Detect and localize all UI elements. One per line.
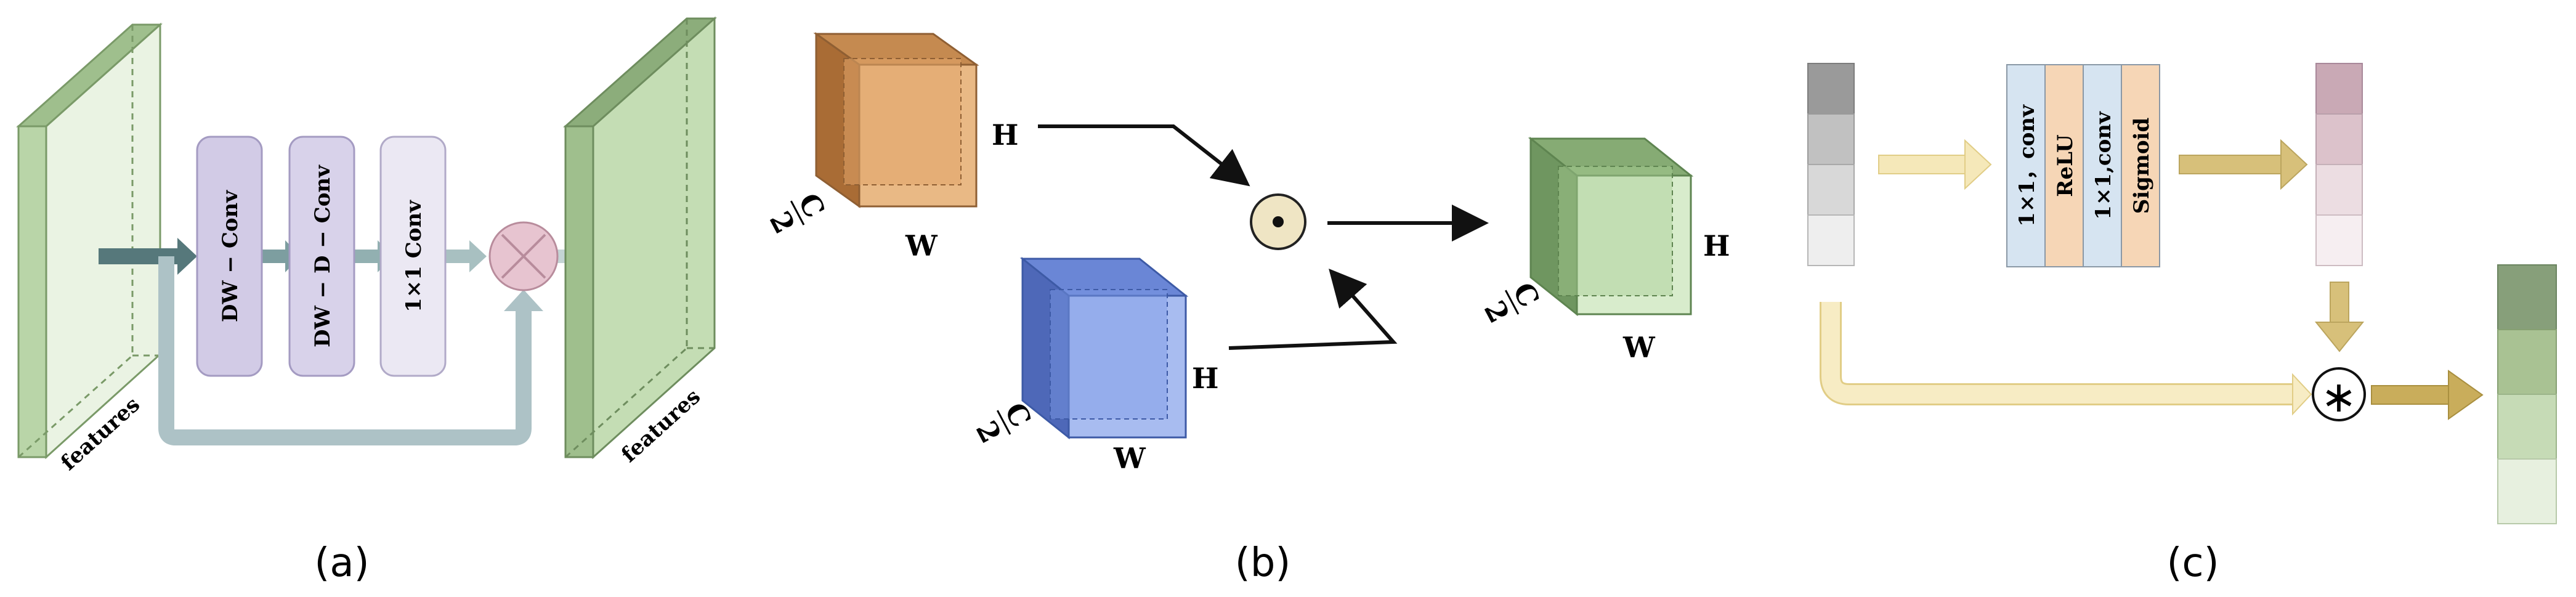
dw-conv-block: DW − Conv — [196, 136, 263, 377]
dw-conv-label: DW − Conv — [218, 190, 243, 322]
dw-d-conv-label: DW − D − Conv — [310, 164, 335, 347]
layer-conv-2-label: 1×1,conv — [2091, 111, 2116, 220]
conv-1x1-block: 1×1 Conv — [379, 136, 447, 377]
bottom-to-operator-arrow — [1228, 268, 1398, 350]
layer-stack — [2006, 64, 2160, 267]
layer-conv-1-label: 1×1，conv — [2015, 104, 2039, 227]
layers-to-weights-arrow — [2179, 139, 2308, 190]
output-cube-c-half: C 2 — [1478, 277, 1547, 328]
multiply-node — [488, 221, 559, 291]
panel-c: 1×1，conv ReLU 1×1,conv Sigmoid — [1807, 63, 2557, 586]
panel-a-caption: (a) — [314, 540, 369, 586]
layer-sigmoid-label: Sigmoid — [2129, 118, 2154, 214]
output-cube — [1528, 136, 1694, 317]
output-vector — [2497, 264, 2557, 524]
multiply-to-output-arrow — [2371, 370, 2484, 420]
top-cube-h: H — [992, 118, 1018, 152]
top-cube — [813, 32, 979, 208]
bottom-cube-w: W — [1113, 442, 1146, 475]
panel-a: features DW − Conv DW − D − Conv — [16, 16, 717, 586]
panel-b: H W C 2 H W C 2 — [763, 32, 1730, 586]
panel-c-caption: (c) — [2166, 540, 2219, 586]
panel-b-caption: (b) — [1235, 540, 1291, 586]
layer-relu-label: ReLU — [2053, 134, 2078, 197]
top-to-operator-arrow — [1038, 124, 1250, 187]
top-cube-w: W — [905, 229, 938, 262]
input-skip-arrow — [1820, 302, 2312, 416]
conv-1x1-label: 1×1 Conv — [402, 200, 426, 312]
input-vector — [1807, 63, 1855, 266]
elementwise-product-node — [1250, 193, 1306, 250]
input-to-layers-arrow — [1878, 139, 1992, 190]
output-cube-h: H — [1703, 229, 1730, 262]
weights-to-multiply-arrow — [2314, 282, 2365, 352]
bottom-cube-h: H — [1192, 362, 1218, 395]
top-cube-c-half: C 2 — [763, 188, 832, 239]
weights-vector — [2315, 63, 2363, 266]
channel-multiply-node: ∗ — [2312, 367, 2366, 422]
bottom-cube-c-half: C 2 — [970, 397, 1039, 449]
output-cube-w: W — [1622, 331, 1656, 364]
output-feature-slab — [563, 16, 717, 460]
dw-d-conv-block: DW − D − Conv — [288, 136, 355, 377]
channel-multiply-symbol: ∗ — [2321, 372, 2357, 422]
skip-connection-arrow — [158, 256, 543, 445]
input-feature-slab — [16, 22, 163, 460]
bottom-cube — [1019, 256, 1189, 440]
